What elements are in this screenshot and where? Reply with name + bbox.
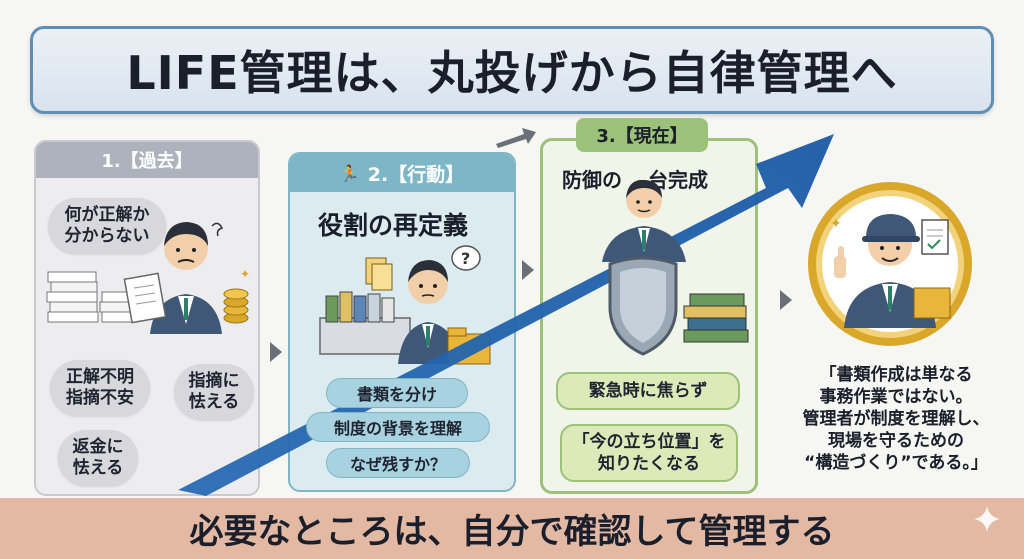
small-arrow-icon [496, 128, 536, 148]
closing-quote: 「書類作成は単なる 事務作業ではない。 管理者が制度を理解し、 現場を守るための… [772, 364, 1020, 474]
past-bubble-3: 指摘に 怯える [174, 364, 254, 420]
thumbs-up-person-icon [834, 214, 936, 328]
now-item-1: 緊急時に焦らず [556, 372, 740, 410]
growth-arrow-icon [178, 134, 834, 496]
sparkle-icon: ✦ [830, 216, 842, 232]
sparkle-icon [974, 506, 1000, 532]
page-title: LIFE管理は、丸投げから自律管理へ [126, 46, 898, 100]
coins-icon: ✦ [223, 267, 250, 324]
gold-medallion: ✦ [808, 182, 972, 346]
books-icon [683, 293, 749, 343]
confident-person-icon [602, 180, 686, 262]
question-bubble-icon: ? [451, 245, 481, 271]
quote-line-2: 事務作業ではない。 [819, 387, 973, 408]
svg-text:✦: ✦ [240, 267, 250, 281]
action-heading: 役割の再定義 [318, 211, 469, 240]
quote-line-4: 現場を守るための [828, 431, 964, 452]
chevron-right-icon [780, 290, 792, 310]
quote-line-1: 「書類作成は単なる [819, 365, 973, 385]
panel-action-title: 2.【行動】 [367, 163, 465, 186]
paper-stack-icon [46, 271, 135, 323]
past-bubble-1: 何が正解か 分からない [48, 198, 166, 254]
checklist-document-icon [921, 219, 949, 255]
now-item-2: 「今の立ち位置」を 知りたくなる [560, 424, 738, 482]
svg-text:?: ? [461, 249, 470, 268]
worried-person-icon [150, 222, 224, 334]
now-illustration [602, 180, 749, 356]
folder-icon [913, 287, 951, 319]
panel-action-header: 🏃 2.【行動】 [290, 154, 514, 192]
document-icon [123, 272, 167, 324]
file-box-icon [319, 291, 411, 355]
running-person-icon: 🏃 [339, 163, 360, 183]
past-bubble-2: 正解不明 指摘不安 [50, 360, 150, 416]
action-item-1: 書類を分け [326, 378, 468, 408]
footer-banner: 必要なところは、自分で確認して管理する [0, 498, 1024, 559]
chevron-right-icon [522, 260, 534, 280]
past-bubble-4: 返金に 怯える [58, 430, 138, 486]
footer-text: 必要なところは、自分で確認して管理する [189, 512, 835, 552]
quote-line-5: “構造づくり”である。」 [804, 453, 988, 474]
panel-past-header: 1.【過去】 [36, 142, 258, 178]
title-banner: LIFE管理は、丸投げから自律管理へ [30, 26, 994, 114]
panel-now-header: 3.【現在】 [576, 118, 708, 152]
shield-icon [608, 256, 678, 356]
action-item-2: 制度の背景を理解 [306, 412, 490, 442]
chevron-right-icon [270, 342, 282, 362]
document-icon [365, 257, 393, 291]
action-item-3: なぜ残すか？ [326, 448, 470, 478]
past-illustration: ✦ [46, 222, 250, 334]
now-heading-prefix: 防御の [562, 168, 622, 192]
quote-line-3: 管理者が制度を理解し、 [802, 409, 990, 430]
